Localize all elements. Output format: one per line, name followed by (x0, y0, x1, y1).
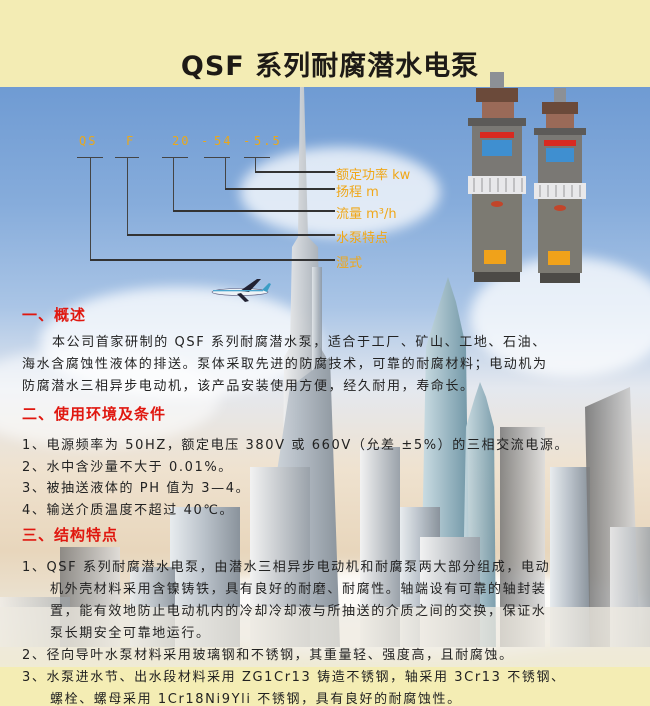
connector (90, 259, 335, 261)
code-head: 54 (214, 134, 233, 148)
legend-pump-feature: 水泵特点 (336, 231, 389, 246)
connector (225, 157, 226, 189)
structure-item: 2、径向导叶水泵材料采用玻璃钢和不锈钢，其重量轻、强度高，且耐腐蚀。 (22, 648, 514, 663)
connector (127, 234, 335, 236)
submersible-pump-image-large (468, 72, 526, 282)
airplane-icon (211, 279, 271, 302)
legend-wet-type: 湿式 (336, 256, 363, 271)
bottom-band (0, 667, 650, 706)
condition-item: 1、电源频率为 50HZ，额定电压 380V 或 660V（允差 ±5%）的三相… (22, 438, 570, 453)
legend-rated-power: 额定功率 kw (336, 168, 411, 183)
legend-flow: 流量 m³/h (336, 207, 397, 222)
code-qs: QS (79, 134, 98, 148)
connector (255, 157, 256, 172)
submersible-pump-image-small (534, 88, 586, 283)
structure-item-cont: 置，能有效地防止电动机内的冷却冷却液与所抽送的介质之间的交换，保证水 (50, 604, 547, 619)
section-heading-conditions: 二、使用环境及条件 (22, 405, 167, 423)
structure-item-cont: 螺栓、螺母采用 1Cr18Ni9Yli 不锈钢，具有良好的耐腐蚀性。 (50, 692, 462, 706)
code-power: 5.5 (254, 134, 282, 148)
underline (244, 157, 270, 158)
structure-item-cont: 泵长期安全可靠地运行。 (50, 626, 211, 641)
connector (225, 188, 335, 190)
cloud (0, 347, 220, 447)
overview-line: 海水含腐蚀性液体的排送。泵体采取先进的防腐技术，可靠的耐腐材料；电动机为 (22, 357, 548, 372)
legend-head: 扬程 m (336, 185, 379, 200)
overview-line: 本公司首家研制的 QSF 系列耐腐潜水泵，适合于工厂、矿山、工地、石油、 (52, 335, 547, 350)
connector (255, 171, 335, 173)
code-sep: - (243, 134, 253, 148)
connector (173, 210, 335, 212)
city-skyline-illustration (0, 87, 650, 667)
code-flow: 20 (172, 134, 191, 148)
page-title: QSF 系列耐腐潜水电泵 (180, 51, 480, 82)
structure-item: 3、水泵进水节、出水段材料采用 ZG1Cr13 铸造不锈钢，轴采用 3Cr13 … (22, 670, 566, 685)
connector (90, 157, 91, 260)
condition-item: 3、被抽送液体的 PH 值为 3—4。 (22, 481, 251, 496)
condition-item: 4、输送介质温度不超过 40℃。 (22, 503, 235, 518)
structure-item-cont: 机外壳材料采用含镍铸铁，具有良好的耐磨、耐腐性。轴端设有可靠的轴封装 (50, 582, 547, 597)
cloud (240, 147, 440, 237)
section-heading-overview: 一、概述 (22, 306, 87, 324)
top-band (0, 0, 650, 88)
code-sep: - (201, 134, 211, 148)
section-heading-structure: 三、结构特点 (22, 526, 119, 544)
condition-item: 2、水中含沙量不大于 0.01%。 (22, 460, 233, 475)
overview-line: 防腐潜水三相异步电动机，该产品安装使用方便，经久耐用，寿命长。 (22, 379, 475, 394)
underline (162, 157, 188, 158)
connector (173, 157, 174, 211)
code-f: F (126, 134, 136, 148)
underline (204, 157, 230, 158)
connector (127, 157, 128, 235)
structure-item: 1、QSF 系列耐腐潜水电泵，由潜水三相异步电动机和耐腐泵两大部分组成，电动 (22, 560, 551, 575)
